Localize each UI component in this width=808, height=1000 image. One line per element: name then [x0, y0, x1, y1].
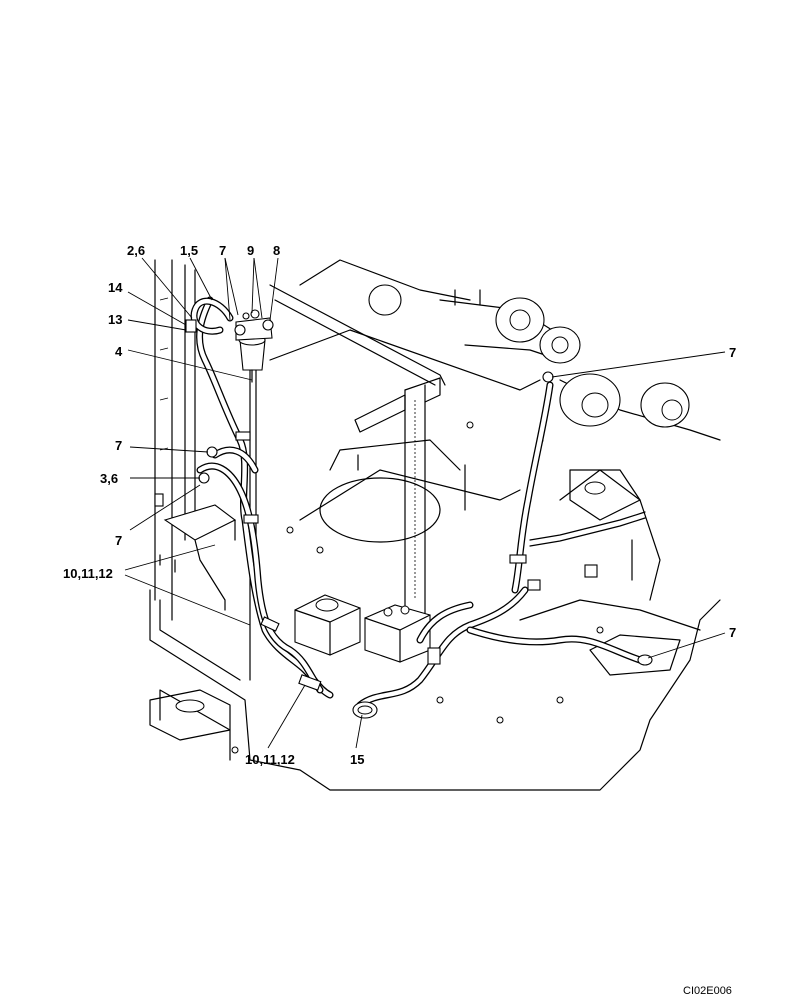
- filter-assembly: [185, 309, 274, 383]
- callout-labels: 2,6 1,5 7 9 8 14 13 4 7 7 3,6 7 10,11,12…: [63, 243, 736, 767]
- callout-1-5: 1,5: [180, 243, 198, 258]
- callout-7-lower-right: 7: [729, 625, 736, 640]
- callout-15: 15: [350, 752, 364, 767]
- callout-8: 8: [273, 243, 280, 258]
- callout-7-lower-left: 7: [115, 533, 122, 548]
- callout-3-6: 3,6: [100, 471, 118, 486]
- drawing-code: CI02E006: [683, 985, 732, 997]
- hose-assembly: [190, 296, 646, 709]
- callout-14: 14: [108, 280, 123, 295]
- callout-2-6: 2,6: [127, 243, 145, 258]
- callout-13: 13: [108, 312, 122, 327]
- callout-9: 9: [247, 243, 254, 258]
- callout-10-11-12-bottom: 10,11,12: [245, 752, 295, 767]
- callout-4: 4: [115, 344, 123, 359]
- callout-7-right: 7: [729, 345, 736, 360]
- callout-10-11-12-left: 10,11,12: [63, 566, 113, 581]
- callout-7-left: 7: [115, 438, 122, 453]
- leader-lines: [124, 257, 726, 749]
- callout-7-top: 7: [219, 243, 226, 258]
